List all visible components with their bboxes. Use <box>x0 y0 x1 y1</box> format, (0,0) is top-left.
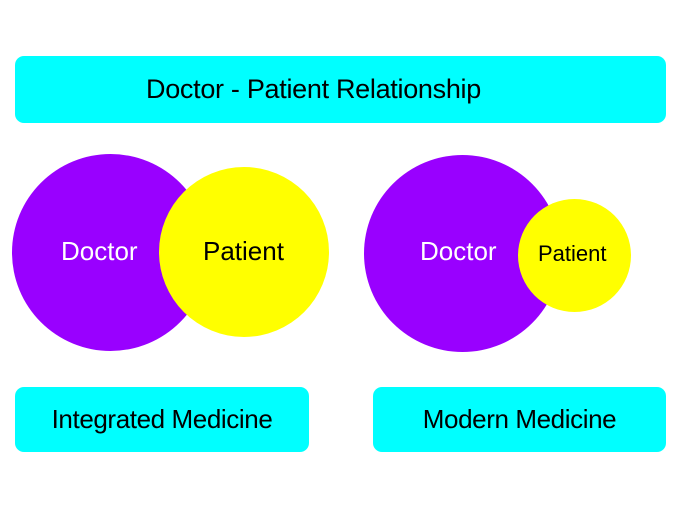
doctor-label: Doctor <box>61 236 138 266</box>
modern-medicine-label: Modern Medicine <box>422 404 617 434</box>
integrated-medicine-label: Integrated Medicine <box>51 404 273 434</box>
patient-label: Patient <box>203 236 284 266</box>
patient-label: Patient <box>538 241 607 266</box>
patient-circle <box>159 167 329 337</box>
doctor-label: Doctor <box>420 236 497 266</box>
modern-medicine-label-box: Modern Medicine <box>373 387 666 452</box>
diagram-title: Doctor - Patient Relationship <box>146 74 481 104</box>
title-banner: Doctor - Patient Relationship <box>15 56 666 123</box>
patient-circle <box>518 199 631 312</box>
integrated-medicine-label-box: Integrated Medicine <box>15 387 309 452</box>
